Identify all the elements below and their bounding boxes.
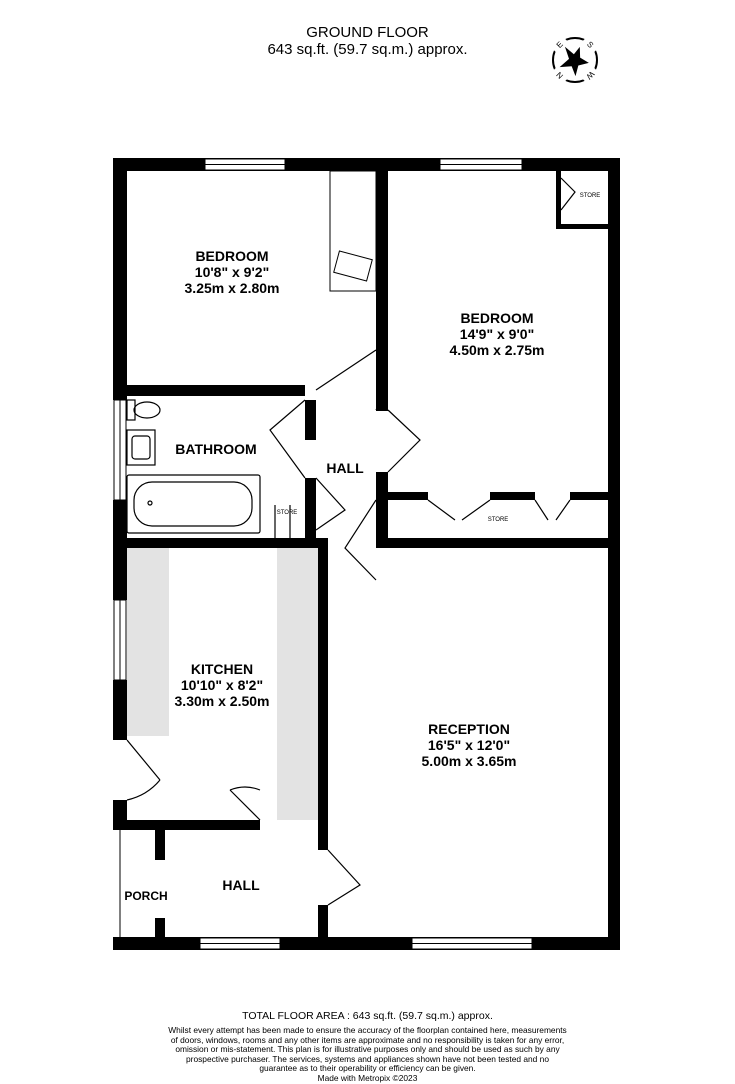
- total-floor-area: TOTAL FLOOR AREA : 643 sq.ft. (59.7 sq.m…: [242, 1010, 493, 1022]
- bathroom-label: BATHROOM: [175, 441, 257, 457]
- floor-area: 643 sq.ft. (59.7 sq.m.) approx.: [267, 41, 468, 58]
- disclaimer: Whilst every attempt has been made to en…: [0, 1025, 735, 1084]
- doors: [126, 177, 576, 906]
- hall-label: HALL: [326, 460, 364, 476]
- room-metric: 4.50m x 2.75m: [449, 342, 545, 358]
- svg-text:N: N: [554, 70, 565, 81]
- room-imperial: 10'8" x 9'2": [194, 264, 270, 280]
- desk: [329, 170, 377, 292]
- room-imperial: 10'10" x 8'2": [180, 677, 264, 693]
- room-name: KITCHEN: [190, 661, 254, 677]
- floor-title: GROUND FLOOR: [306, 24, 429, 41]
- disclaimer-text: Whilst every attempt has been made to en…: [168, 1025, 567, 1074]
- room-name: RECEPTION: [428, 721, 510, 737]
- room-metric: 3.30m x 2.50m: [174, 693, 270, 709]
- room-imperial: 16'5" x 12'0": [427, 737, 511, 753]
- windows: [113, 158, 533, 950]
- bedroom-2-label: BEDROOM 14'9" x 9'0" 4.50m x 2.75m: [450, 310, 545, 358]
- store-label: STORE: [487, 517, 509, 523]
- room-metric: 5.00m x 3.65m: [421, 753, 517, 769]
- bedroom-1-label: BEDROOM 10'8" x 9'2" 3.25m x 2.80m: [185, 248, 280, 296]
- svg-text:S: S: [585, 40, 595, 50]
- credit-text: Made with Metropix ©2023: [317, 1072, 418, 1083]
- store-label: STORE: [276, 510, 298, 516]
- room-name: BEDROOM: [460, 310, 534, 326]
- bathroom-fixtures: [126, 399, 261, 534]
- reception-label: RECEPTION 16'5" x 12'0" 5.00m x 3.65m: [422, 721, 517, 769]
- svg-text:E: E: [555, 40, 565, 50]
- room-metric: 3.25m x 2.80m: [184, 280, 280, 296]
- compass-icon: E S W N: [550, 35, 600, 85]
- floor-plan: E S W N: [113, 35, 620, 950]
- kitchen-label: KITCHEN 10'10" x 8'2" 3.30m x 2.50m: [175, 661, 270, 709]
- lower-hall-label: HALL: [222, 877, 260, 893]
- store-label: STORE: [579, 193, 601, 199]
- porch-label: PORCH: [124, 889, 168, 903]
- kitchen-worktops: [127, 548, 318, 820]
- room-imperial: 14'9" x 9'0": [459, 326, 535, 342]
- room-name: BEDROOM: [195, 248, 269, 264]
